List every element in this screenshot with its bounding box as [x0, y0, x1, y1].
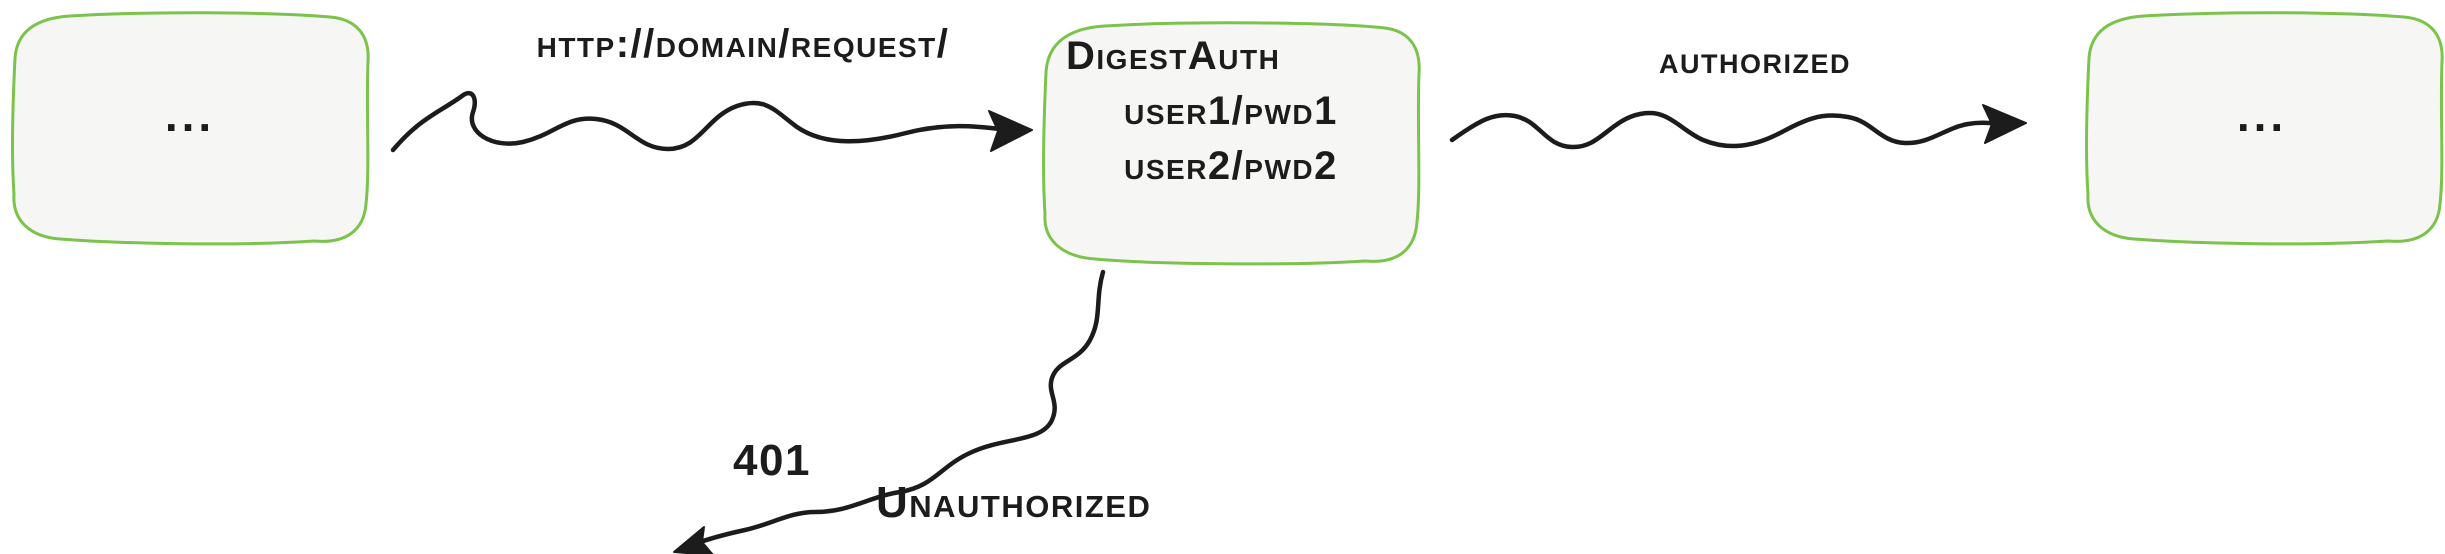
node-right-label: ... — [2236, 88, 2288, 141]
node-auth-credential-2: user2/pwd2 — [1124, 144, 1338, 188]
node-left-box — [10, 11, 370, 246]
node-left-label: ... — [164, 88, 216, 141]
node-auth-credential-1: user1/pwd1 — [1124, 89, 1338, 133]
status-code-label: 401 — [733, 436, 811, 485]
unauthorized-arrowhead-icon — [673, 526, 714, 554]
unauthorized-label: Unauthorized — [876, 478, 1152, 527]
node-auth-title: DigestAuth — [1066, 34, 1281, 78]
node-auth-box — [1041, 21, 1421, 266]
unauthorized-arrow — [689, 269, 1106, 548]
request-url-label: http://domain/request/ — [536, 22, 950, 66]
authorized-label: authorized — [1659, 40, 1851, 82]
request-arrowhead-icon — [988, 110, 1033, 152]
authorized-arrowhead-icon — [1982, 104, 2027, 144]
node-auth-text: DigestAuth user1/pwd1 user2/pwd2 — [1056, 36, 1406, 186]
request-arrow — [390, 90, 1003, 153]
authorized-arrow — [1449, 110, 2011, 150]
node-right-box — [2084, 11, 2444, 246]
